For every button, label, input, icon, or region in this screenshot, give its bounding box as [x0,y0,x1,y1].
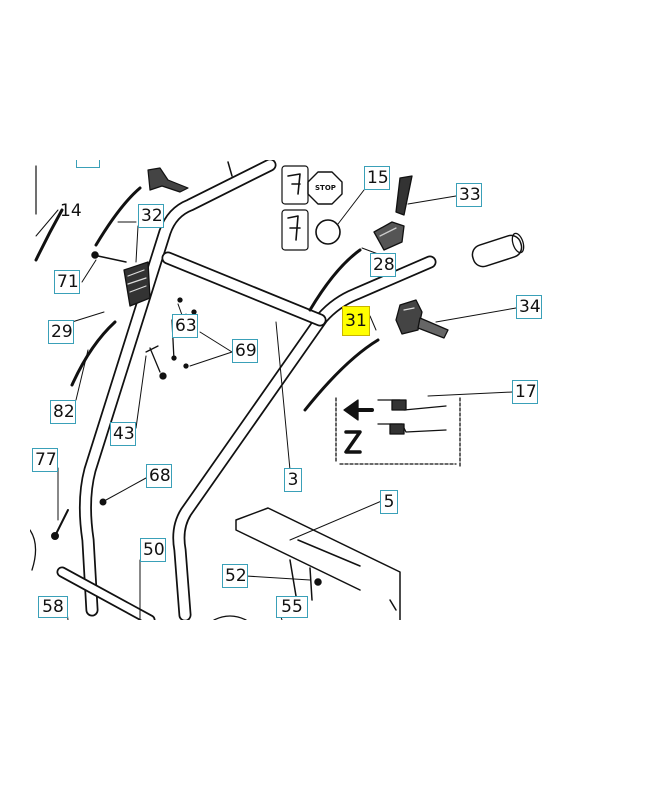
lower-bracket [213,615,247,620]
throttle-lever [395,299,449,339]
crossbar [161,251,327,327]
callout-29[interactable]: 29 [48,320,74,344]
callout-14[interactable]: 14 [60,201,82,221]
decal-panels [281,165,343,251]
callout-58[interactable]: 58 [38,596,68,618]
callout-77[interactable]: 77 [32,448,58,472]
cable-clamp-top [147,167,189,193]
callout-69[interactable]: 69 [232,339,258,363]
callout-43[interactable]: 43 [110,422,136,446]
wheel-partial [30,529,37,571]
callout-17[interactable]: 17 [512,380,538,404]
callout-31-highlighted[interactable]: 31 [342,306,370,336]
callout-15[interactable]: 15 [364,166,390,190]
top-outline [227,161,233,177]
stop-sign-label: STOP [315,184,336,192]
bolt [91,251,127,263]
plate [235,507,401,620]
clamp-ring [315,219,341,245]
leader-lines [35,189,517,620]
callout-52[interactable]: 52 [222,564,248,588]
callout-28[interactable]: 28 [370,253,396,277]
bolt-77 [51,509,69,540]
handle-bar-left [78,160,277,617]
small-screws [145,297,197,380]
callout-63[interactable]: 63 [172,314,198,338]
callout-33[interactable]: 33 [456,183,482,207]
cables [34,186,380,412]
callout-55[interactable]: 55 [276,596,308,618]
nut [99,498,107,506]
callout-32[interactable]: 32 [138,204,164,228]
lower-rod [56,566,156,620]
callout-50[interactable]: 50 [140,538,166,562]
handle-grip [471,232,525,268]
lever-clamp [123,261,151,307]
callout-34[interactable]: 34 [516,295,542,319]
callout-3[interactable]: 3 [284,468,302,492]
callout-5[interactable]: 5 [380,490,398,514]
lever-assembly [373,175,413,251]
callout-82[interactable]: 82 [50,400,76,424]
callout-68[interactable]: 68 [146,464,172,488]
handle-bar-right [172,255,437,620]
decal-17 [335,397,461,467]
callout-71[interactable]: 71 [54,270,80,294]
cropped-callout-top [76,160,100,168]
